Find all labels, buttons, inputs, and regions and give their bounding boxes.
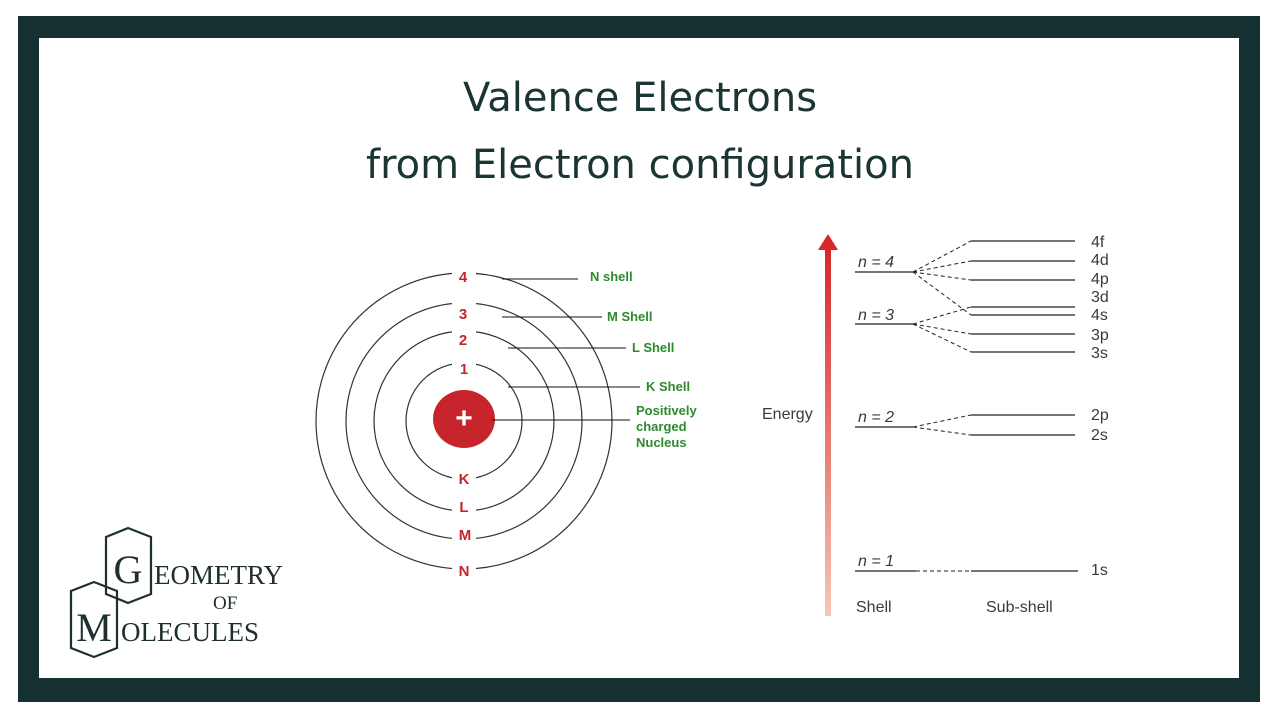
shell-label-n1: n = 1: [858, 553, 894, 570]
subshell-label-1s: 1s: [1091, 562, 1108, 579]
subshell-label-2s: 2s: [1091, 427, 1108, 444]
energy-arrow-head: [818, 234, 838, 250]
subshell-label-3p: 3p: [1091, 327, 1109, 344]
label-n-shell: N shell: [590, 269, 633, 284]
label-l-shell: L Shell: [632, 340, 674, 355]
energy-axis-label: Energy: [762, 406, 813, 423]
subshell-caption: Sub-shell: [986, 599, 1053, 616]
label-nucleus-line-2: charged: [636, 419, 687, 434]
energy-arrow-shaft: [825, 248, 831, 616]
shell-letter-k: K: [459, 471, 470, 488]
subshell-label-3s: 3s: [1091, 345, 1108, 362]
label-k-shell: K Shell: [646, 379, 690, 394]
shell-caption: Shell: [856, 599, 892, 616]
logo-letter-g: G: [114, 547, 143, 592]
label-nucleus-line-3: Nucleus: [636, 435, 687, 450]
label-nucleus-line-1: Positively: [636, 403, 697, 418]
subshell-label-3d: 3d: [1091, 289, 1109, 306]
shell-number-3: 3: [459, 306, 467, 323]
subshell-label-2p: 2p: [1091, 407, 1109, 424]
logo-letter-m: M: [76, 605, 112, 650]
shell-letter-n: N: [459, 563, 470, 580]
shell-number-4: 4: [459, 269, 468, 286]
shell-label-n3: n = 3: [858, 307, 894, 324]
shell-label-n4: n = 4: [858, 254, 894, 271]
logo-word-of: OF: [213, 593, 237, 614]
nucleus: [433, 390, 495, 448]
shell-number-2: 2: [459, 332, 467, 349]
bohr-atom-diagram: + 4 3 2 1 K L M N N shell M Shell L Shel…: [315, 264, 697, 580]
subshell-label-4d: 4d: [1091, 252, 1109, 269]
logo-hexagon-m: [69, 580, 119, 659]
subshell-label-4f: 4f: [1091, 234, 1105, 251]
shell-label-n2: n = 2: [858, 409, 894, 426]
nucleus-plus-symbol: +: [455, 402, 473, 435]
geometry-of-molecules-logo: G M EOMETRY OF OLECULES: [69, 526, 283, 659]
dashed-connectors: [912, 240, 972, 572]
logo-word-olecules: OLECULES: [121, 617, 259, 647]
label-m-shell: M Shell: [607, 309, 653, 324]
page-title-line-2: from Electron configuration: [366, 142, 914, 188]
logo-word-eometry: EOMETRY: [154, 560, 283, 590]
subshell-label-4s: 4s: [1091, 307, 1108, 324]
subshell-label-4p: 4p: [1091, 271, 1109, 288]
logo-hexagon-g: [104, 526, 153, 605]
page-title-line-1: Valence Electrons: [462, 75, 818, 121]
shell-letter-l: L: [459, 499, 468, 516]
shell-letter-m: M: [459, 527, 472, 544]
shell-number-1: 1: [460, 361, 468, 378]
energy-level-diagram: Energy n = 4 n = 3 n = 2 n = 1: [762, 234, 1109, 616]
